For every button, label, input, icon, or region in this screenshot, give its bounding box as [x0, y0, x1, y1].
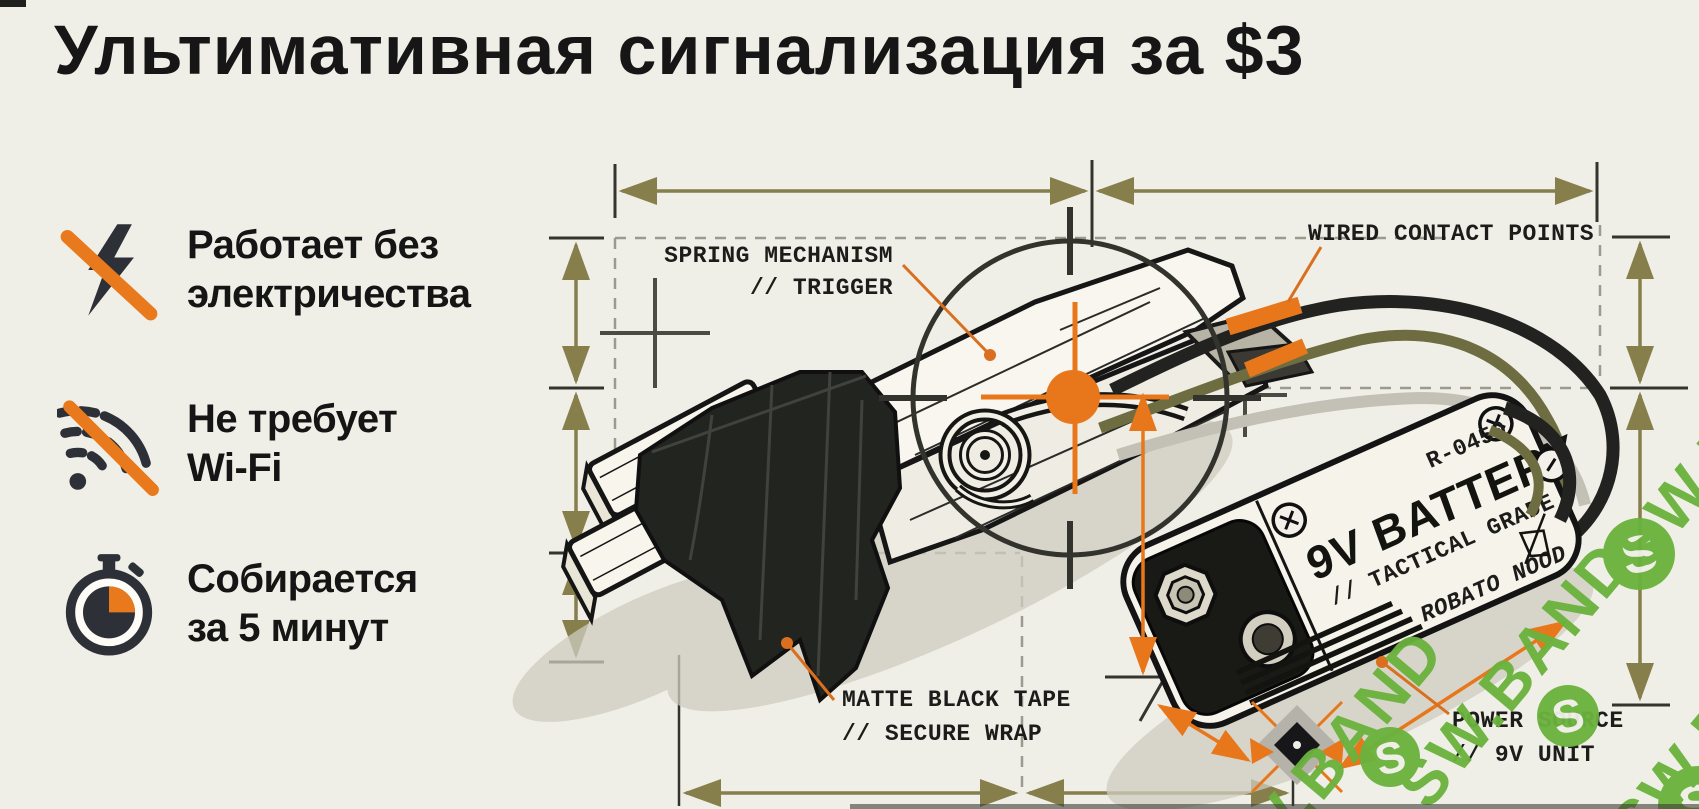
tape-wrap: [633, 370, 903, 704]
feature-line: Wi-Fi: [187, 446, 282, 490]
no-wifi-icon: [57, 400, 159, 496]
contact-sleeve-lower: [1243, 338, 1309, 378]
contacts-label: WIRED CONTACT POINTS: [1308, 221, 1594, 247]
feature-line: электричества: [187, 272, 471, 316]
feature-text: Работает без электричества: [187, 221, 471, 319]
feature-text: Не требует Wi-Fi: [187, 395, 398, 493]
feature-line: Работает без: [187, 223, 439, 268]
wires-over-battery: [1488, 401, 1577, 523]
leader-lines: [781, 246, 1450, 716]
feature-no-wifi: Не требует Wi-Fi: [57, 392, 398, 496]
feature-line: Собирается: [187, 557, 418, 602]
tape-label-line1: MATTE BLACK TAPE: [842, 687, 1071, 713]
contact-sleeve-upper: [1225, 296, 1303, 336]
detail-circle: [879, 207, 1261, 589]
spring-label-line2: // TRIGGER: [750, 275, 893, 301]
spring-label-line1: SPRING MECHANISM: [664, 243, 893, 269]
crossed-bin-icon: [1518, 513, 1551, 565]
bottom-edge-strip: [850, 804, 1699, 809]
corner-mark: [0, 0, 26, 7]
feature-line: Не требует: [187, 397, 398, 442]
feature-no-electricity: Работает без электричества: [57, 218, 471, 322]
feature-line: за 5 минут: [187, 606, 389, 650]
watermark-badge: S: [1360, 727, 1420, 787]
page-title: Ультимативная сигнализация за $3: [54, 11, 1305, 89]
watermark-badge: S: [1537, 685, 1599, 747]
watermark-badge: S: [1658, 766, 1699, 809]
stopwatch-icon: [65, 554, 153, 656]
watermark-badge: S: [1603, 518, 1675, 590]
no-electricity-icon: [60, 224, 158, 321]
datum-diamond-marker: [1250, 705, 1344, 785]
feature-five-minutes: Собирается за 5 минут: [57, 552, 418, 656]
tape-label-line2: // SECURE WRAP: [842, 721, 1042, 747]
feature-text: Собирается за 5 минут: [187, 555, 418, 653]
